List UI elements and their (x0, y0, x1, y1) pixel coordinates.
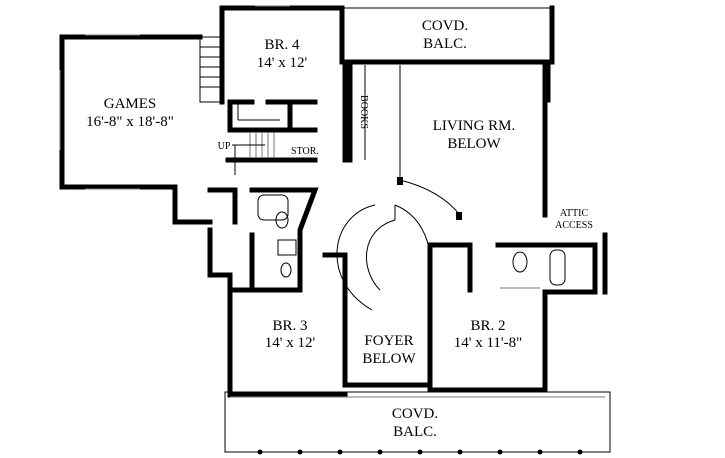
up-label: UP (218, 141, 231, 152)
bedroom-2-name: BR. 2 (470, 318, 505, 334)
bottom-balcony-label-2: BALC. (393, 424, 437, 440)
games-stair (199, 36, 223, 103)
curved-stair (336, 204, 431, 311)
bottom-balcony (224, 391, 611, 455)
main-stair-up (232, 132, 275, 175)
bedroom-4-name: BR. 4 (264, 37, 300, 53)
games-room-walls (59, 34, 213, 225)
bedroom-2-size: 14' x 11'-8" (454, 335, 522, 351)
hall-bath (207, 187, 319, 293)
foyer-label-1: FOYER (364, 333, 413, 349)
storage-label: STOR. (291, 146, 319, 157)
attic-access-label-2: ACCESS (555, 220, 593, 231)
bedroom-3-size: 14' x 12' (265, 335, 316, 351)
foyer-label-2: BELOW (362, 351, 416, 367)
books-wall (342, 62, 366, 163)
games-room-name: GAMES (104, 96, 157, 112)
bedroom-2-walls (427, 232, 608, 393)
games-room-size: 16'-8" x 18'-8" (86, 114, 174, 130)
bedroom-3-walls (227, 252, 348, 398)
living-room-label-2: BELOW (447, 136, 501, 152)
foyer-walls (342, 242, 473, 388)
bottom-balcony-label-1: COVD. (392, 406, 438, 422)
bedroom-4-size: 14' x 12' (257, 55, 308, 71)
bedroom-4-walls (219, 5, 345, 163)
top-balcony-walls (339, 5, 555, 103)
living-room-walls (397, 59, 548, 220)
top-balcony-label-2: BALC. (423, 36, 467, 52)
books-label: BOOKS (358, 95, 369, 129)
bedroom-3-name: BR. 3 (272, 318, 307, 334)
attic-access-label-1: ATTIC (560, 208, 589, 219)
top-balcony-label-1: COVD. (422, 18, 468, 34)
living-room-label-1: LIVING RM. (433, 118, 516, 134)
